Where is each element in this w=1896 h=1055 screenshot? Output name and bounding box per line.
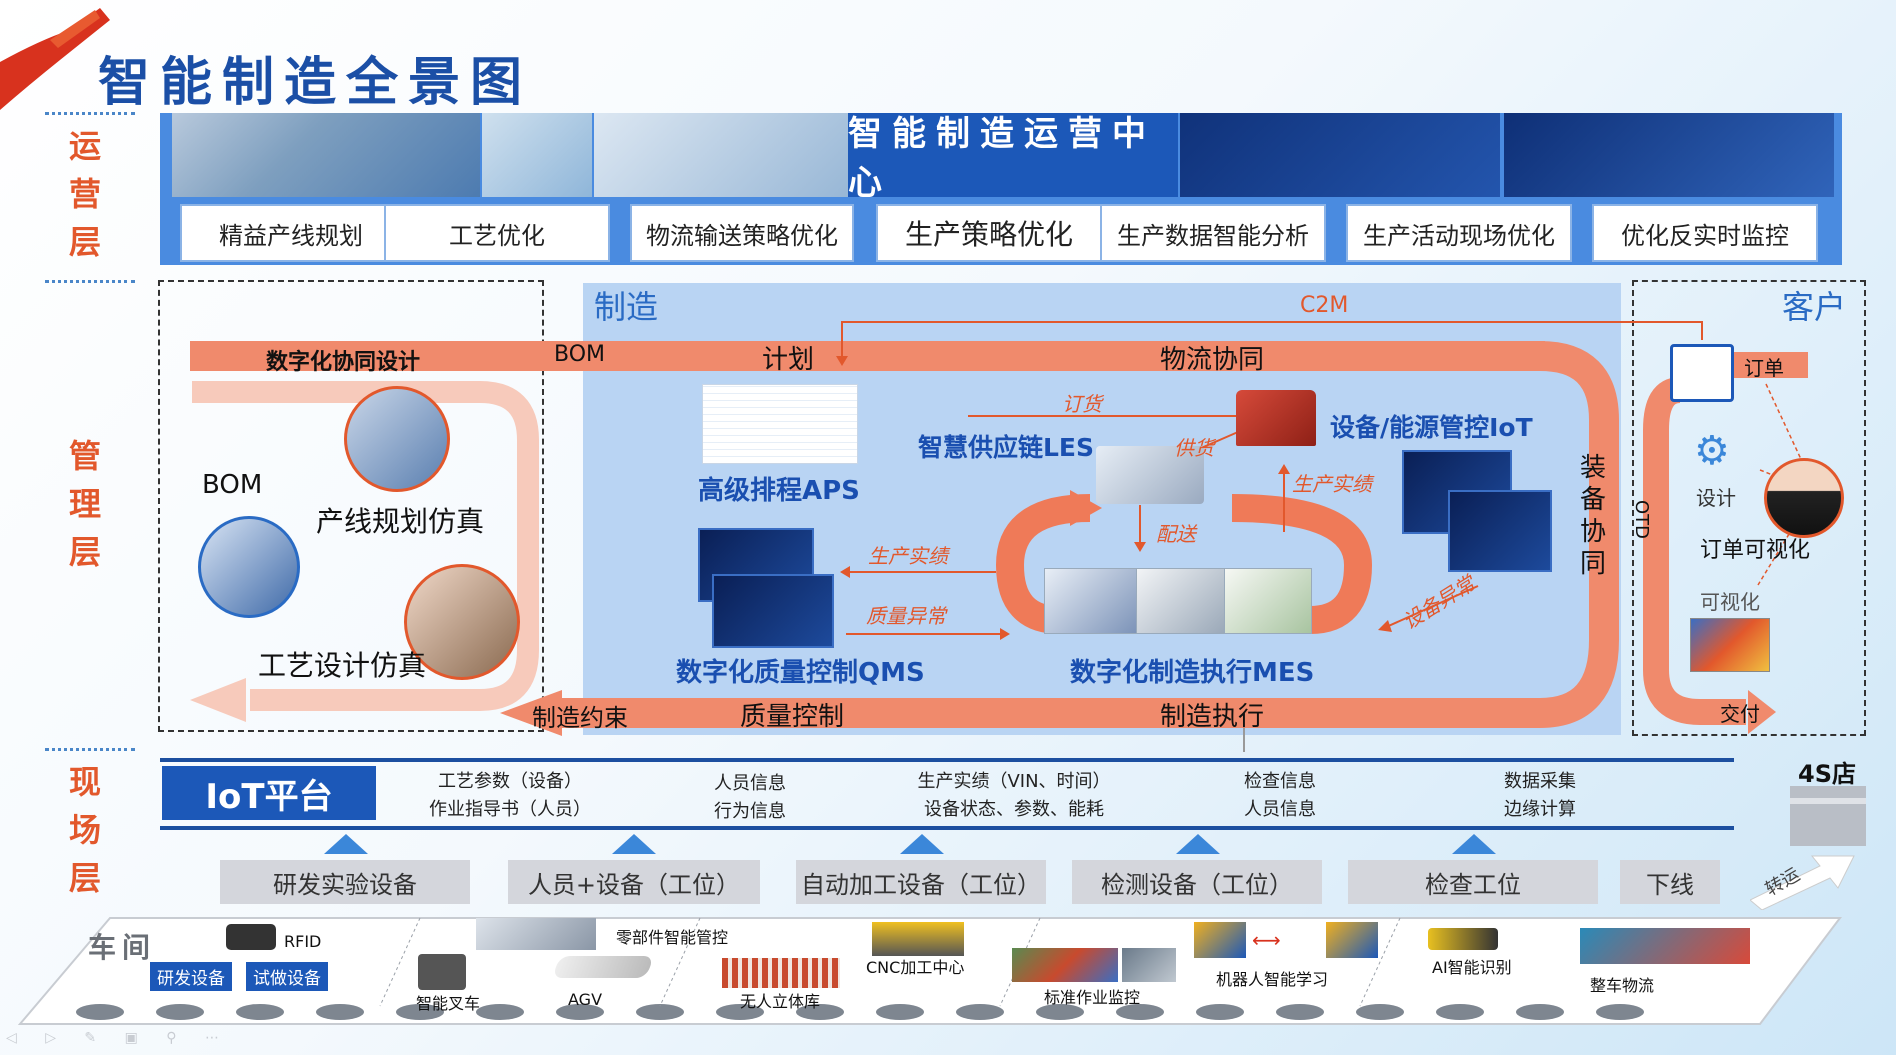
flow-label-digital-design: 数字化协同设计 — [266, 344, 420, 376]
iot-info: 检查信息人员信息 — [1220, 768, 1340, 824]
constraint-label: 制造约束 — [532, 698, 628, 733]
gear-icon: ⚙ — [1694, 428, 1730, 474]
qms-label: 数字化质量控制QMS — [676, 652, 925, 689]
c2m-label: C2M — [1300, 293, 1348, 318]
delivery-label: 配送 — [1156, 518, 1196, 547]
rfid-label: RFID — [284, 932, 321, 951]
mes-screenshot-image — [1224, 568, 1312, 634]
workshop-label: 车间 — [88, 926, 156, 966]
cnc-label: CNC加工中心 — [866, 954, 964, 978]
equipment-box: 人员+设备（工位） — [508, 860, 760, 904]
visual-image — [1690, 618, 1770, 672]
equipment-box: 研发实验设备 — [220, 860, 470, 904]
trial-equip-tag: 试做设备 — [246, 962, 328, 991]
mes-screenshot-image — [1044, 568, 1138, 634]
double-arrow-icon: ⟷ — [1252, 928, 1281, 952]
iot-info: 人员信息行为信息 — [680, 770, 820, 826]
up-arrow-icon — [900, 834, 944, 854]
parts-ctrl-image — [476, 918, 596, 950]
bom-label: BOM — [202, 470, 262, 500]
visual-label: 可视化 — [1700, 586, 1760, 615]
std-monitor-image — [1012, 948, 1118, 982]
mes-screenshot-image — [1136, 568, 1226, 634]
forklift-icon — [418, 954, 466, 990]
prod-result-label: 生产实绩 — [868, 540, 948, 569]
quality-abnormal-label: 质量异常 — [866, 600, 946, 629]
forklift-label: 智能叉车 — [416, 990, 480, 1014]
up-arrow-icon — [612, 834, 656, 854]
customer-zone-label: 客户 — [1782, 282, 1846, 328]
parts-ctrl-label: 零部件智能管控 — [616, 924, 728, 948]
slide-nav-icons[interactable]: ◁ ▷ ✎ ▣ ⚲ ⋯ — [6, 1030, 231, 1046]
otd-label: OTD — [1631, 500, 1652, 539]
std-monitor-label: 标准作业监控 — [1044, 984, 1140, 1008]
equip-collab-label: 装备协同 — [1580, 452, 1606, 580]
process-sim-label: 工艺设计仿真 — [258, 644, 426, 684]
robot-arm-image — [1194, 922, 1246, 958]
store-label: 4S店 — [1798, 754, 1856, 789]
warehouse-label: 无人立体库 — [740, 988, 820, 1012]
up-arrow-icon — [1452, 834, 1496, 854]
order-visual-label: 订单可视化 — [1700, 532, 1810, 564]
quality-control-label: 质量控制 — [740, 696, 844, 733]
bom-flow-label: BOM — [554, 342, 605, 367]
execution-label: 制造执行 — [1160, 696, 1264, 733]
iot-info: 数据采集边缘计算 — [1480, 768, 1600, 824]
agv-label: AGV — [568, 990, 602, 1009]
plan-label: 计划 — [762, 339, 814, 376]
rfid-reader-icon — [226, 924, 276, 950]
line-sim-image — [344, 386, 450, 492]
equipment-box: 检测设备（工位） — [1072, 860, 1322, 904]
warehouse-rack-image — [722, 958, 840, 988]
barn-icon — [1236, 390, 1316, 446]
mes-label: 数字化制造执行MES — [1070, 652, 1314, 689]
agv-icon — [552, 956, 654, 978]
vehicle-image — [198, 516, 300, 618]
rd-equip-tag: 研发设备 — [150, 962, 232, 991]
equipment-box: 自动加工设备（工位） — [796, 860, 1046, 904]
order-label: 订单 — [1744, 352, 1784, 381]
ai-label: AI智能识别 — [1432, 954, 1512, 978]
mfg-zone-label: 制造 — [594, 282, 658, 328]
prod-result-label: 生产实绩 — [1292, 468, 1372, 497]
up-arrow-icon — [1176, 834, 1220, 854]
design-label: 设计 — [1696, 482, 1736, 511]
robot-arm-image — [1326, 922, 1378, 958]
iot-label: 设备/能源管控IoT — [1330, 408, 1533, 444]
les-label: 智慧供应链LES — [918, 428, 1094, 464]
line-sim-label: 产线规划仿真 — [316, 500, 484, 540]
robot-label: 机器人智能学习 — [1216, 966, 1328, 990]
qms-dashboard-image — [712, 574, 834, 648]
aps-screenshot-image — [702, 384, 858, 464]
aps-label: 高级排程APS — [698, 470, 860, 507]
equipment-box: 下线 — [1620, 860, 1720, 904]
store-icon — [1790, 786, 1866, 846]
cnc-machine-image — [872, 922, 964, 956]
logistics-label: 物流协同 — [1160, 339, 1264, 376]
iot-info: 工艺参数（设备）作业指导书（人员） — [410, 768, 610, 824]
iot-dashboard-image — [1448, 490, 1552, 572]
iot-platform: IoT平台 — [162, 766, 376, 820]
document-icon — [1670, 344, 1734, 402]
deliver-label: 交付 — [1720, 698, 1760, 727]
std-monitor-image — [1122, 948, 1176, 982]
iot-top-line — [160, 758, 1734, 762]
customer-avatar — [1764, 458, 1844, 538]
car-carrier-image — [1580, 928, 1750, 964]
equipment-box: 检查工位 — [1348, 860, 1598, 904]
iot-bottom-line — [160, 826, 1734, 830]
up-arrow-icon — [324, 834, 368, 854]
ai-camera-icon — [1428, 928, 1498, 950]
supply-label: 供货 — [1174, 432, 1214, 461]
iot-info: 生产实绩（VIN、时间）设备状态、参数、能耗 — [904, 768, 1124, 824]
order-goods-label: 订货 — [1062, 388, 1102, 417]
vehicle-logistics-label: 整车物流 — [1590, 972, 1654, 996]
